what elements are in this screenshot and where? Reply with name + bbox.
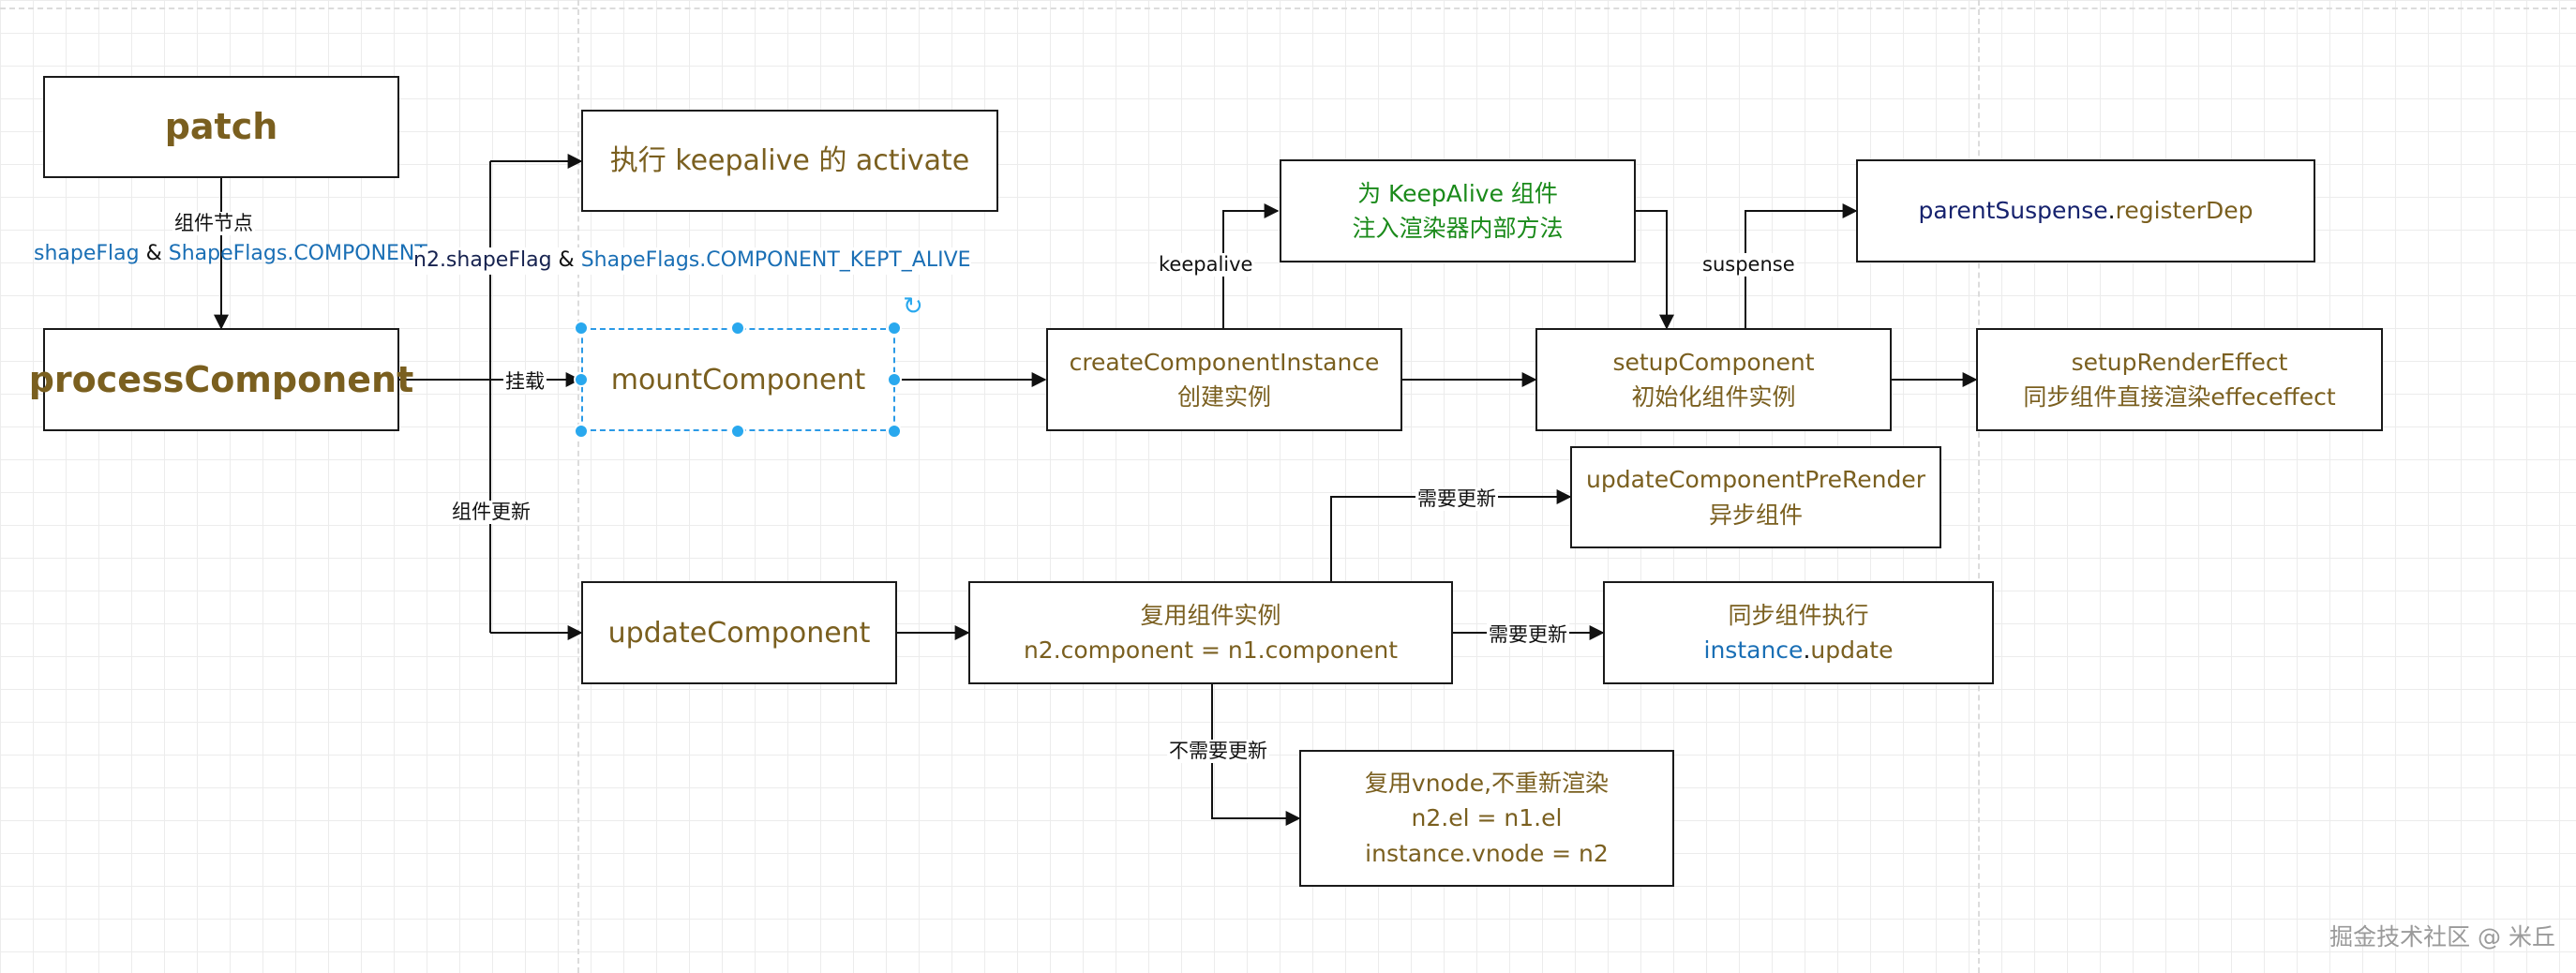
node-reuse-vnode-line3: instance.vnode = n2 [1365, 839, 1609, 867]
edge-create-keepalive [1222, 203, 1280, 328]
sync-execute-dot: . [1803, 636, 1811, 664]
node-create-instance-line1: createComponentInstance [1069, 348, 1380, 376]
selection-handle[interactable] [887, 424, 902, 439]
node-reuse-vnode[interactable]: 复用vnode,不重新渲染 n2.el = n1.el instance.vno… [1299, 750, 1674, 887]
node-reuse-vnode-line2: n2.el = n1.el [1411, 804, 1563, 832]
node-keepalive-inject-line2: 注入渲染器内部方法 [1352, 215, 1564, 242]
node-reuse-vnode-line1: 复用vnode,不重新渲染 [1364, 769, 1610, 797]
parent-suspense-obj: parentSuspense [1918, 197, 2108, 225]
selection-handle[interactable] [887, 372, 902, 387]
node-setup-line2: 初始化组件实例 [1631, 383, 1796, 411]
node-keepalive-activate-label: 执行 keepalive 的 activate [609, 144, 970, 177]
parent-suspense-method: registerDep [2115, 197, 2254, 225]
selection-handle[interactable] [574, 424, 589, 439]
cond2-flag: n2.shapeFlag [413, 248, 552, 272]
edge-reuse-vnode [1211, 684, 1301, 826]
node-setup-line1: setupComponent [1612, 348, 1815, 376]
cond1-amp: & [139, 242, 169, 265]
edge-label-need-update-prerender: 需要更新 [1415, 487, 1498, 512]
node-parent-suspense[interactable]: parentSuspense.registerDep [1856, 159, 2315, 262]
node-mount-component[interactable]: mountComponent [581, 328, 895, 431]
parent-suspense-dot: . [2107, 197, 2116, 225]
node-update-component[interactable]: updateComponent [581, 581, 897, 684]
node-sync-execute[interactable]: 同步组件执行 instance.update [1603, 581, 1994, 684]
edge-setup-suspense [1745, 203, 1858, 328]
node-pre-render-line2: 异步组件 [1708, 501, 1803, 529]
edge-label-no-update: 不需要更新 [1167, 740, 1269, 764]
node-sync-execute-line2: instance.update [1704, 633, 1894, 668]
edge-label-suspense: suspense [1700, 253, 1797, 277]
node-setup-component[interactable]: setupComponent 初始化组件实例 [1535, 328, 1892, 431]
node-keepalive-inject[interactable]: 为 KeepAlive 组件 注入渲染器内部方法 [1280, 159, 1636, 262]
node-render-effect-line1: setupRenderEffect [2071, 348, 2288, 376]
rotate-handle-icon[interactable]: ↻ [903, 292, 923, 321]
node-process-component-label: processComponent [28, 358, 414, 400]
edge-label-need-update-sync: 需要更新 [1487, 623, 1569, 648]
selection-handle[interactable] [887, 321, 902, 336]
selection-handle[interactable] [730, 321, 745, 336]
selection-handle[interactable] [730, 424, 745, 439]
condition-kept-alive: n2.shapeFlag & ShapeFlags.COMPONENT_KEPT… [413, 247, 971, 275]
sync-execute-method: update [1810, 636, 1894, 664]
page-boundary-top [0, 7, 2576, 9]
cond2-const: ShapeFlags.COMPONENT_KEPT_ALIVE [580, 248, 971, 272]
node-mount-component-label: mountComponent [610, 363, 866, 397]
node-keepalive-activate[interactable]: 执行 keepalive 的 activate [581, 110, 998, 212]
node-parent-suspense-label: parentSuspense.registerDep [1918, 193, 2253, 229]
node-create-instance-line2: 创建实例 [1176, 383, 1271, 411]
cond1-flag: shapeFlag [34, 242, 140, 265]
node-reuse-instance[interactable]: 复用组件实例 n2.component = n1.component [968, 581, 1453, 684]
edge-label-component-node: 组件节点 [172, 212, 255, 236]
node-patch-label: patch [164, 106, 278, 147]
node-pre-render-line1: updateComponentPreRender [1586, 466, 1925, 493]
node-render-effect-line2: 同步组件直接渲染effeceffect [2023, 383, 2336, 411]
sync-execute-obj: instance [1703, 636, 1804, 664]
node-update-component-pre-render[interactable]: updateComponentPreRender 异步组件 [1570, 446, 1941, 548]
node-setup-render-effect[interactable]: setupRenderEffect 同步组件直接渲染effeceffect [1976, 328, 2383, 431]
node-patch[interactable]: patch [43, 76, 399, 178]
selection-handle[interactable] [574, 321, 589, 336]
cond1-const: ShapeFlags.COMPONENT [168, 242, 427, 265]
edge-label-update: 组件更新 [450, 501, 532, 525]
watermark: 掘金技术社区 @ 米丘 [2329, 923, 2555, 951]
node-reuse-instance-line2: n2.component = n1.component [1023, 636, 1399, 664]
selection-handle[interactable] [574, 372, 589, 387]
node-sync-execute-line1: 同步组件执行 [1728, 601, 1869, 629]
edge-label-keepalive: keepalive [1157, 253, 1255, 277]
node-keepalive-inject-line1: 为 KeepAlive 组件 [1357, 179, 1558, 207]
node-process-component[interactable]: processComponent [29, 328, 413, 431]
node-create-component-instance[interactable]: createComponentInstance 创建实例 [1046, 328, 1402, 431]
page-boundary-1 [577, 0, 579, 973]
node-reuse-instance-line1: 复用组件实例 [1140, 601, 1281, 629]
edge-label-mount: 挂载 [503, 370, 547, 395]
node-update-component-label: updateComponent [607, 616, 871, 650]
condition-component: shapeFlag & ShapeFlags.COMPONENT [34, 241, 427, 268]
edge-keepalive-setup [1636, 210, 1674, 330]
cond2-amp: & [551, 248, 581, 272]
page-boundary-2 [1978, 0, 1980, 973]
